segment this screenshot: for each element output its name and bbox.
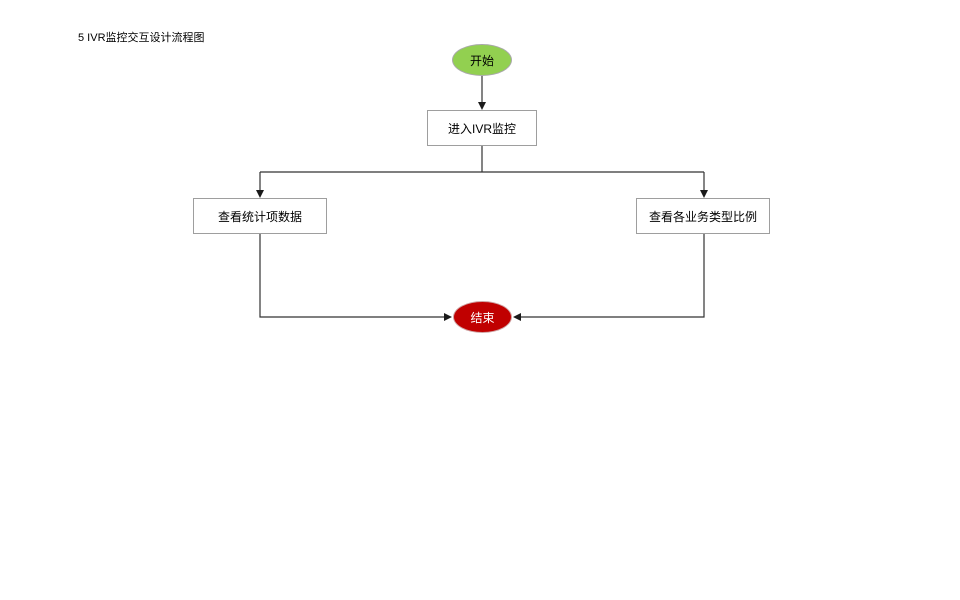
node-view-business-type-ratio: 查看各业务类型比例	[636, 198, 770, 234]
node-enter-ivr-monitor: 进入IVR监控	[427, 110, 537, 146]
node-view-stat-data: 查看统计项数据	[193, 198, 327, 234]
diagram-title: 5 IVR监控交互设计流程图	[78, 32, 205, 44]
arrowhead-ratio	[700, 190, 708, 198]
arrowhead-end-left	[444, 313, 452, 321]
node-end: 结束	[453, 301, 512, 333]
edge-stats-to-end	[259, 234, 445, 318]
edge-ratio-to-end	[520, 234, 705, 318]
arrowhead-stats	[256, 190, 264, 198]
node-start: 开始	[452, 44, 512, 76]
arrowhead-enter	[478, 102, 486, 110]
arrowhead-end-right	[513, 313, 521, 321]
